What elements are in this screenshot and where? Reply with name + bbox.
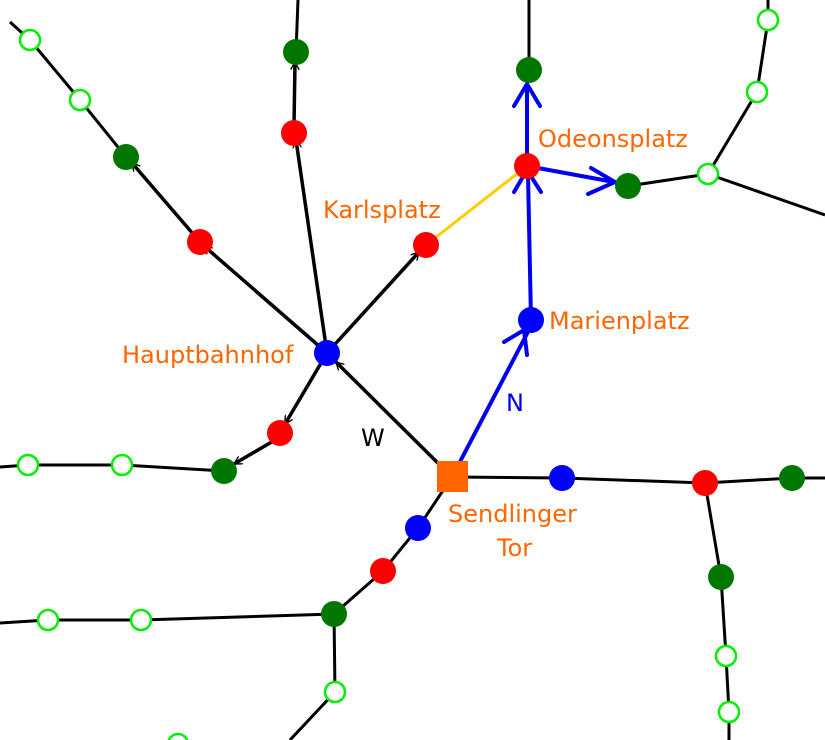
node-unexplored — [696, 162, 720, 186]
node-unexplored — [18, 28, 42, 52]
node-closed — [370, 558, 396, 584]
node-explored — [615, 173, 641, 199]
node-explored — [113, 144, 139, 170]
node-explored — [516, 57, 542, 83]
arrow-hbf-to-karlsplatz — [325, 250, 421, 355]
node-closed — [692, 470, 718, 496]
node-closed — [281, 120, 307, 146]
edge-bottom-left-horizontal — [0, 612, 335, 625]
edge-bottom-vertical — [288, 613, 337, 740]
node-frontier — [405, 515, 431, 541]
arrowhead-marienplatz — [502, 326, 529, 357]
direction-label-west: W — [361, 424, 385, 452]
arrowhead-north-green — [512, 80, 542, 108]
arrow-sred-to-green — [234, 438, 276, 466]
node-unexplored — [68, 88, 92, 112]
edge-sendlinger-southwest — [333, 476, 454, 616]
edge-topleft-diagonal — [8, 20, 128, 158]
node-karlsplatz — [413, 232, 439, 258]
label-sendlinger-line1: Sendlinger — [448, 500, 577, 528]
frontier-nodes — [314, 307, 575, 541]
edge-left-horizontal — [0, 463, 225, 473]
label-hauptbahnhof: Hauptbahnhof — [122, 341, 294, 369]
arrowhead-east-green — [586, 166, 620, 196]
node-unexplored — [714, 644, 738, 668]
arrow-marienplatz-to-odeonsplatz — [526, 172, 533, 322]
node-unexplored — [745, 80, 769, 104]
node-marienplatz — [518, 307, 544, 333]
arrow-odeonsplatz-to-east-green — [525, 164, 616, 184]
node-explored — [283, 39, 309, 65]
station-labels: Hauptbahnhof Karlsplatz Odeonsplatz Mari… — [122, 125, 690, 562]
arrow-hbf-to-south-red — [283, 352, 329, 424]
arrow-hbf-to-northwest-red — [202, 244, 329, 355]
node-unexplored — [16, 453, 40, 477]
node-frontier — [549, 465, 575, 491]
node-explored — [321, 601, 347, 627]
label-karlsplatz: Karlsplatz — [323, 196, 441, 224]
node-hauptbahnhof — [314, 340, 340, 366]
label-sendlinger-line2: Tor — [496, 534, 532, 562]
node-sendlinger-tor — [437, 461, 468, 492]
closed-nodes — [187, 120, 718, 584]
unexplored-nodes — [16, 8, 780, 740]
arrow-nred-to-green — [294, 62, 295, 127]
node-odeonsplatz — [514, 153, 540, 179]
hauptbahnhof-arrows — [130, 62, 454, 479]
arrow-nwred-to-green — [130, 161, 202, 244]
node-unexplored — [167, 732, 189, 740]
arrow-hbf-to-north-red — [296, 140, 329, 354]
arrow-sendlinger-west — [334, 360, 454, 479]
node-unexplored — [110, 453, 134, 477]
node-explored — [708, 564, 734, 590]
node-closed — [187, 229, 213, 255]
arrow-sendlinger-to-marienplatz — [450, 326, 532, 479]
node-unexplored — [129, 608, 153, 632]
edge-sendlinger-east — [451, 475, 825, 485]
edge-right-upper-tail — [707, 172, 825, 217]
node-unexplored — [717, 700, 741, 724]
node-unexplored — [323, 680, 347, 704]
node-explored — [779, 465, 805, 491]
node-unexplored — [36, 608, 60, 632]
label-odeonsplatz: Odeonsplatz — [538, 125, 688, 153]
label-marienplatz: Marienplatz — [549, 307, 690, 335]
edge-karlsplatz-odeonsplatz — [425, 164, 528, 247]
node-explored — [211, 458, 237, 484]
node-unexplored — [756, 8, 780, 32]
explored-nodes — [113, 39, 805, 627]
node-closed — [267, 420, 293, 446]
direction-label-north: N — [506, 389, 524, 417]
